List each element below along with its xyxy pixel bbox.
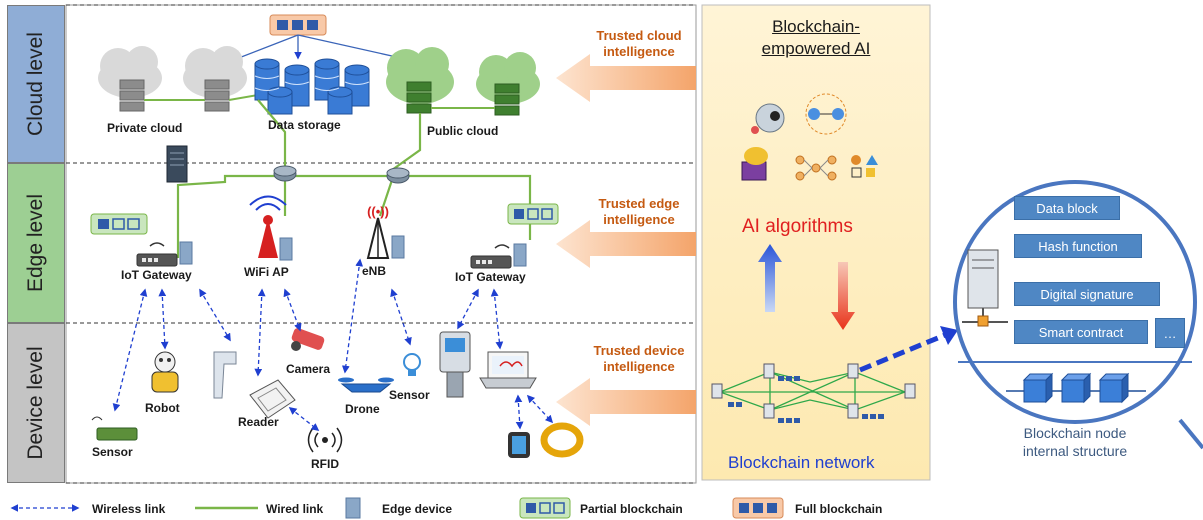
- ai-algorithms-label: AI algorithms: [742, 216, 853, 237]
- camera-label: Camera: [286, 362, 331, 376]
- private-cloud-label: Private cloud: [107, 121, 183, 135]
- rfid-label: RFID: [311, 457, 339, 471]
- node-structure-caption-1: Blockchain node: [1023, 425, 1127, 441]
- legend-wireless-label: Wireless link: [92, 502, 166, 516]
- iot-gateway-1-label: IoT Gateway: [121, 268, 192, 282]
- robot-label: Robot: [145, 401, 180, 415]
- legend-edge-device-label: Edge device: [382, 502, 453, 516]
- smart-contract-box: Smart contract: [1014, 320, 1148, 344]
- trusted-edge-label: Trusted edge intelligence: [598, 196, 680, 227]
- legend-full-label: Full blockchain: [795, 502, 883, 516]
- digital-signature-box: Digital signature: [1014, 282, 1160, 306]
- device-level-band: Device level: [7, 323, 65, 483]
- trusted-device-label: Trusted device intelligence: [593, 343, 685, 374]
- trusted-cloud-label: Trusted cloud intelligence: [596, 28, 682, 59]
- legend-wired-label: Wired link: [266, 502, 324, 516]
- blockchain-network-label: Blockchain network: [728, 453, 875, 472]
- public-cloud-label: Public cloud: [427, 124, 499, 138]
- drone-label: Drone: [345, 402, 380, 416]
- edge-level-band: Edge level: [7, 163, 65, 323]
- bc-ai-title-line1: Blockchain-: [772, 17, 860, 36]
- cloud-level-band: Cloud level: [7, 5, 65, 163]
- more-blocks-box: …: [1155, 318, 1185, 348]
- data-block-box: Data block: [1014, 196, 1120, 220]
- hash-function-box: Hash function: [1014, 234, 1142, 258]
- sensor-mid-label: Sensor: [389, 388, 430, 402]
- node-structure-caption-2: internal structure: [1022, 443, 1128, 459]
- enb-label: eNB: [362, 264, 387, 278]
- iot-gateway-2-label: IoT Gateway: [455, 270, 526, 284]
- svg-text:((•)): ((•)): [367, 204, 389, 219]
- reader-label: Reader: [238, 415, 279, 429]
- bc-ai-title-line2: empowered AI: [761, 39, 871, 58]
- wifi-ap-label: WiFi AP: [244, 265, 289, 279]
- legend-partial-label: Partial blockchain: [580, 502, 683, 516]
- sensor-left-label: Sensor: [92, 445, 133, 459]
- data-storage-label: Data storage: [268, 118, 341, 132]
